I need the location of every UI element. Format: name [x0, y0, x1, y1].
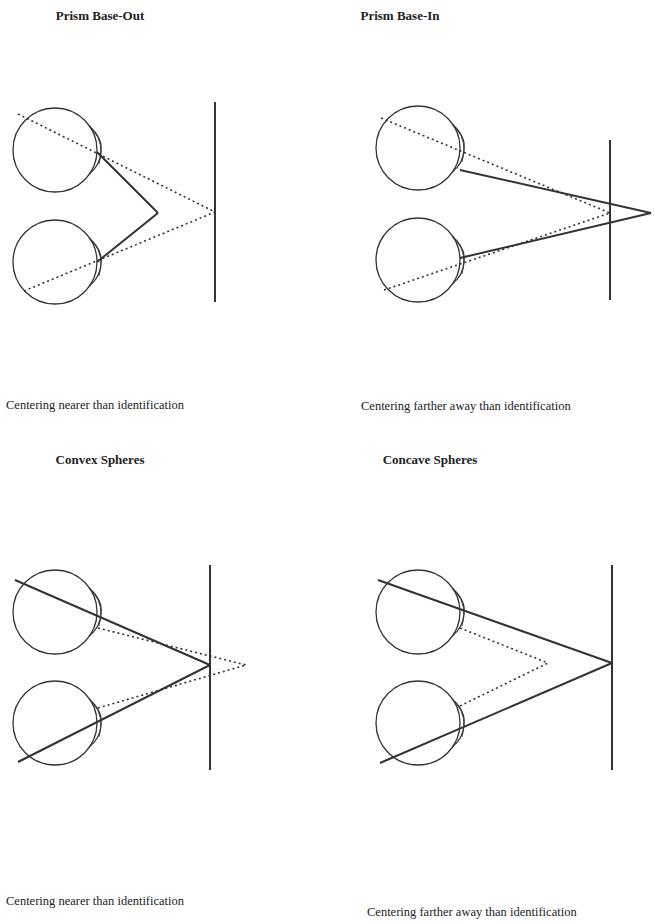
panel-title: Prism Base-Out [56, 8, 144, 24]
panel-caption: Centering nearer than identification [6, 398, 184, 413]
panel-title: Prism Base-In [360, 8, 439, 24]
panel-title: Convex Spheres [56, 452, 145, 468]
panel-caption: Centering farther away than identificati… [361, 399, 571, 414]
panel-caption: Centering farther away than identificati… [367, 905, 577, 920]
panel-caption: Centering nearer than identification [6, 894, 184, 909]
prism-base-out-figure [13, 102, 215, 304]
prism-base-in-figure [376, 106, 651, 302]
convex-spheres-figure [13, 565, 246, 770]
panel-title: Concave Spheres [383, 452, 478, 468]
concave-spheres-figure [376, 565, 612, 770]
